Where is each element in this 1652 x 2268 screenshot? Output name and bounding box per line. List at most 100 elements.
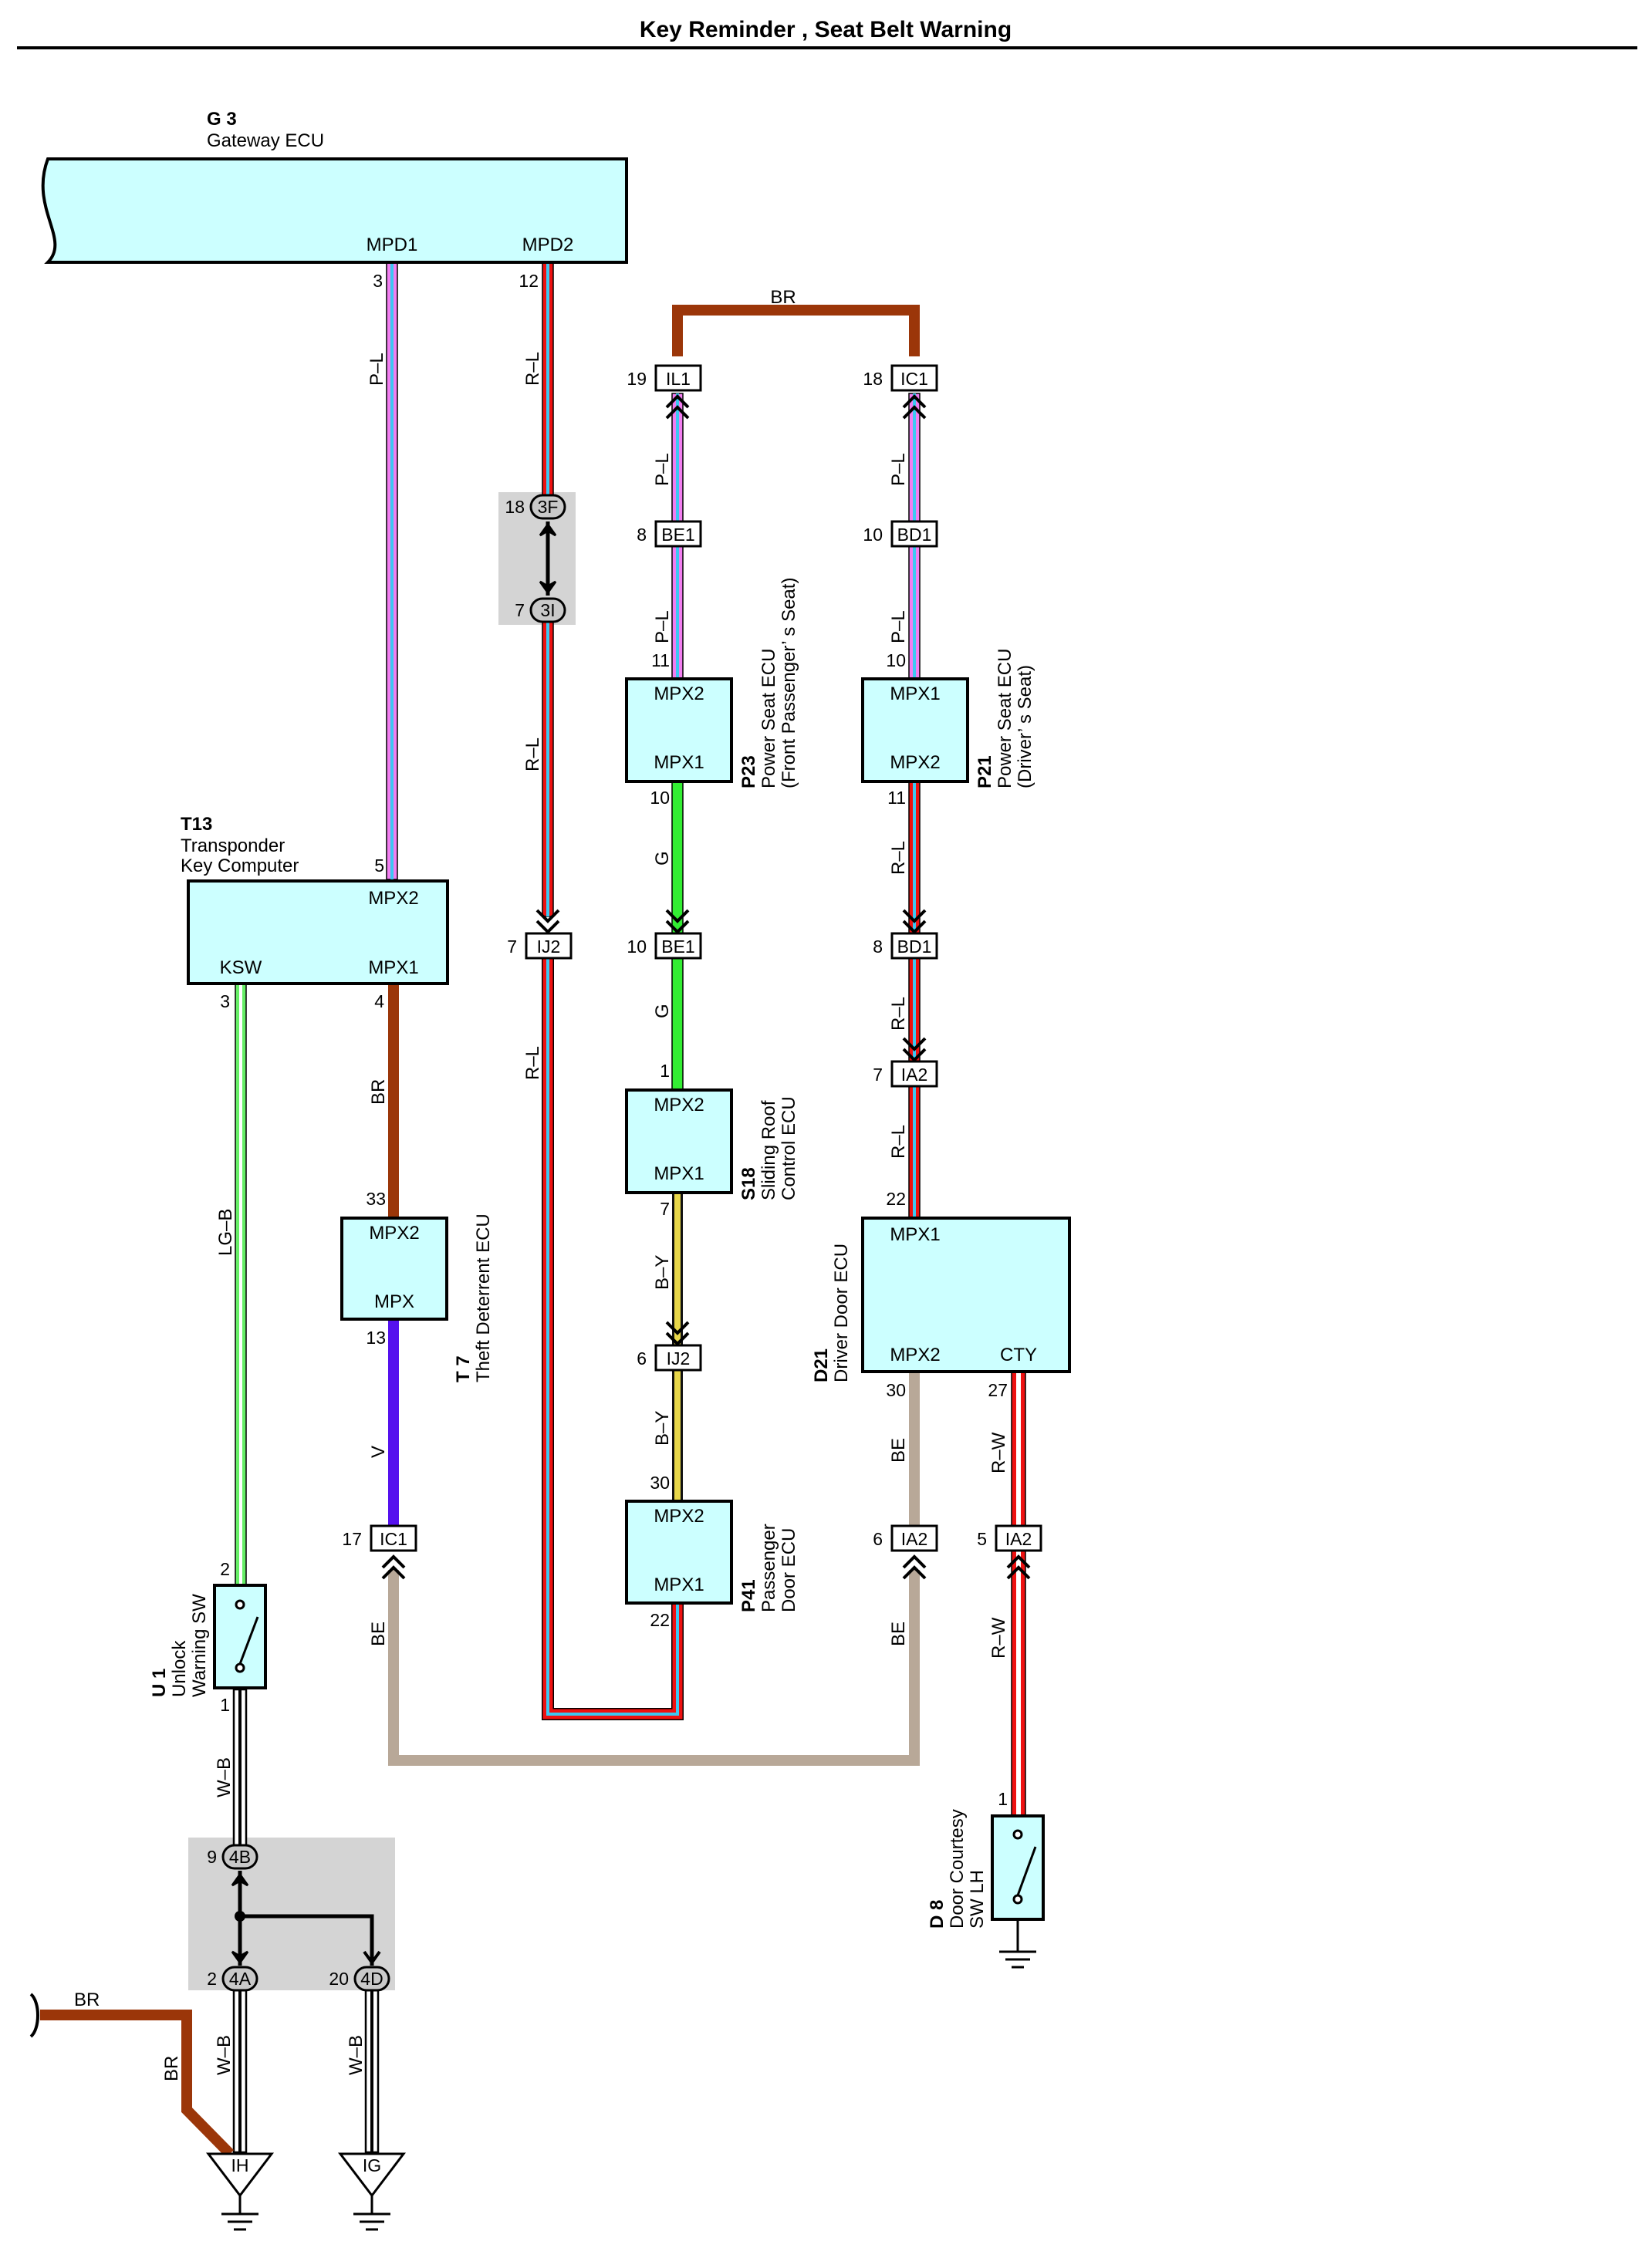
svg-text:IJ2: IJ2 (667, 1348, 691, 1369)
svg-text:R–L: R–L (522, 1046, 543, 1080)
svg-text:G: G (652, 1004, 673, 1018)
connector-ia2-6: IA2 6 (873, 1524, 938, 1552)
svg-text:Sliding Roof: Sliding Roof (758, 1100, 779, 1200)
t13-pin-mpx1: MPX1 (368, 957, 418, 978)
svg-text:D21: D21 (811, 1348, 832, 1382)
svg-text:P–L: P–L (367, 353, 387, 386)
pin-number: 33 (366, 1189, 386, 1209)
svg-text:BD1: BD1 (897, 937, 932, 957)
s18-pin-mpx2: MPX2 (654, 1095, 704, 1115)
svg-text:IG: IG (363, 2155, 381, 2175)
s18-ecu-box (625, 1088, 733, 1194)
wire-br-top (672, 305, 920, 356)
s18-label: S18 Sliding Roof Control ECU (738, 1096, 799, 1200)
svg-text:U 1: U 1 (149, 1669, 170, 1697)
connector-ia2-top: IA2 7 (873, 1060, 938, 1088)
p41-pin-mpx1: MPX1 (654, 1574, 704, 1595)
connector-ic1-low: IC1 17 (342, 1524, 417, 1552)
d8-label: D 8 Door Courtesy SW LH (927, 1809, 988, 1929)
d21-label: D21 Driver Door ECU (811, 1244, 852, 1382)
svg-text:17: 17 (342, 1529, 362, 1549)
wire-rl-g3-3f (542, 262, 554, 496)
svg-text:Theft Deterrent ECU: Theft Deterrent ECU (473, 1213, 494, 1382)
junction-3f-label: 3F (538, 497, 559, 517)
pin-number: 4 (374, 991, 384, 1011)
g3-id: G 3 (207, 109, 237, 130)
pin-number: 10 (650, 788, 670, 808)
t7-pin-mpx: MPX (374, 1291, 414, 1312)
svg-text:6: 6 (873, 1529, 883, 1549)
d21-pin-cty: CTY (1000, 1345, 1037, 1365)
pin-number: 9 (207, 1847, 217, 1867)
svg-text:8: 8 (637, 525, 647, 545)
pin-number: 5 (374, 856, 384, 876)
wire-wb-4a-ih (232, 1989, 248, 2154)
svg-text:R–L: R–L (888, 1125, 909, 1159)
svg-text:BD1: BD1 (897, 525, 932, 545)
svg-text:Power Seat ECU: Power Seat ECU (995, 649, 1015, 788)
svg-text:T 7: T 7 (453, 1355, 474, 1382)
wire-v (388, 1319, 399, 1529)
pin-number: 7 (515, 600, 525, 620)
svg-text:R–L: R–L (522, 737, 543, 771)
connector-bd1-mid: BD1 8 (873, 932, 938, 960)
junction-4a (221, 1966, 258, 1992)
pin-number: 3 (220, 991, 230, 1011)
p21-label: P21 Power Seat ECU (Driver’ s Seat) (975, 649, 1035, 788)
svg-text:P–L: P–L (652, 610, 673, 643)
svg-text:Door ECU: Door ECU (779, 1528, 799, 1612)
svg-text:BE: BE (888, 1622, 909, 1646)
p41-ecu-box (625, 1500, 733, 1605)
connector-bd1-top: BD1 10 (863, 520, 938, 548)
connector-ia2-5: IA2 5 (977, 1524, 1042, 1552)
svg-text:Unlock: Unlock (169, 1640, 190, 1697)
chevron-marks (381, 394, 1031, 1580)
pin-number: 1 (660, 1061, 670, 1081)
svg-text:6: 6 (637, 1348, 647, 1369)
junction-4b (221, 1844, 258, 1870)
s18-pin-mpx1: MPX1 (654, 1163, 704, 1184)
pin-number: 1 (998, 1789, 1008, 1809)
ground-ih: IH (205, 2152, 275, 2231)
wire-br-t13-t7 (388, 984, 399, 1218)
p23-pin-mpx2: MPX2 (654, 683, 704, 704)
junction-3i (529, 597, 566, 623)
pin-number: 22 (886, 1189, 906, 1209)
p41-label: P41 Passenger Door ECU (738, 1524, 799, 1612)
svg-text:BR: BR (368, 1079, 389, 1105)
svg-text:10: 10 (627, 937, 647, 957)
p21-ecu-box (861, 677, 969, 783)
pin-number: 12 (519, 271, 539, 291)
p21-pin-mpx2: MPX2 (890, 752, 940, 773)
u1-label: U 1 Unlock Warning SW (149, 1594, 210, 1697)
svg-text:BE1: BE1 (661, 937, 694, 957)
svg-text:W–B: W–B (214, 1757, 235, 1797)
svg-text:R–W: R–W (988, 1432, 1009, 1473)
t13-pin-ksw: KSW (220, 957, 262, 978)
t7-pin-mpx2: MPX2 (369, 1223, 419, 1244)
junction-4a-label: 4A (229, 1969, 252, 1989)
pin-number: 30 (886, 1380, 906, 1400)
svg-text:SW LH: SW LH (967, 1870, 988, 1929)
wire-rl-ij2-p41 (542, 955, 684, 1720)
svg-text:Passenger: Passenger (758, 1524, 779, 1612)
svg-text:IJ2: IJ2 (537, 937, 561, 957)
g3-pin-mpd1: MPD1 (367, 235, 418, 255)
svg-text:BE: BE (888, 1438, 909, 1463)
p23-pin-mpx1: MPX1 (654, 752, 704, 773)
svg-text:P–L: P–L (888, 610, 909, 643)
wire-wb-4d-ig (364, 1989, 380, 2154)
g3-name: Gateway ECU (207, 130, 324, 151)
svg-text:R–L: R–L (888, 841, 909, 875)
t13-pin-mpx2: MPX2 (368, 888, 418, 909)
junction-4d (353, 1966, 390, 1992)
svg-text:IA2: IA2 (901, 1529, 928, 1549)
d21-ecu-box (861, 1217, 1071, 1373)
svg-text:R–L: R–L (522, 352, 543, 386)
wire-lgb (235, 983, 247, 1586)
gateway-ecu-box (41, 157, 628, 264)
g3-pin-mpd2: MPD2 (522, 235, 574, 255)
svg-text:BE1: BE1 (661, 525, 694, 545)
ground-icon (999, 1919, 1036, 1969)
